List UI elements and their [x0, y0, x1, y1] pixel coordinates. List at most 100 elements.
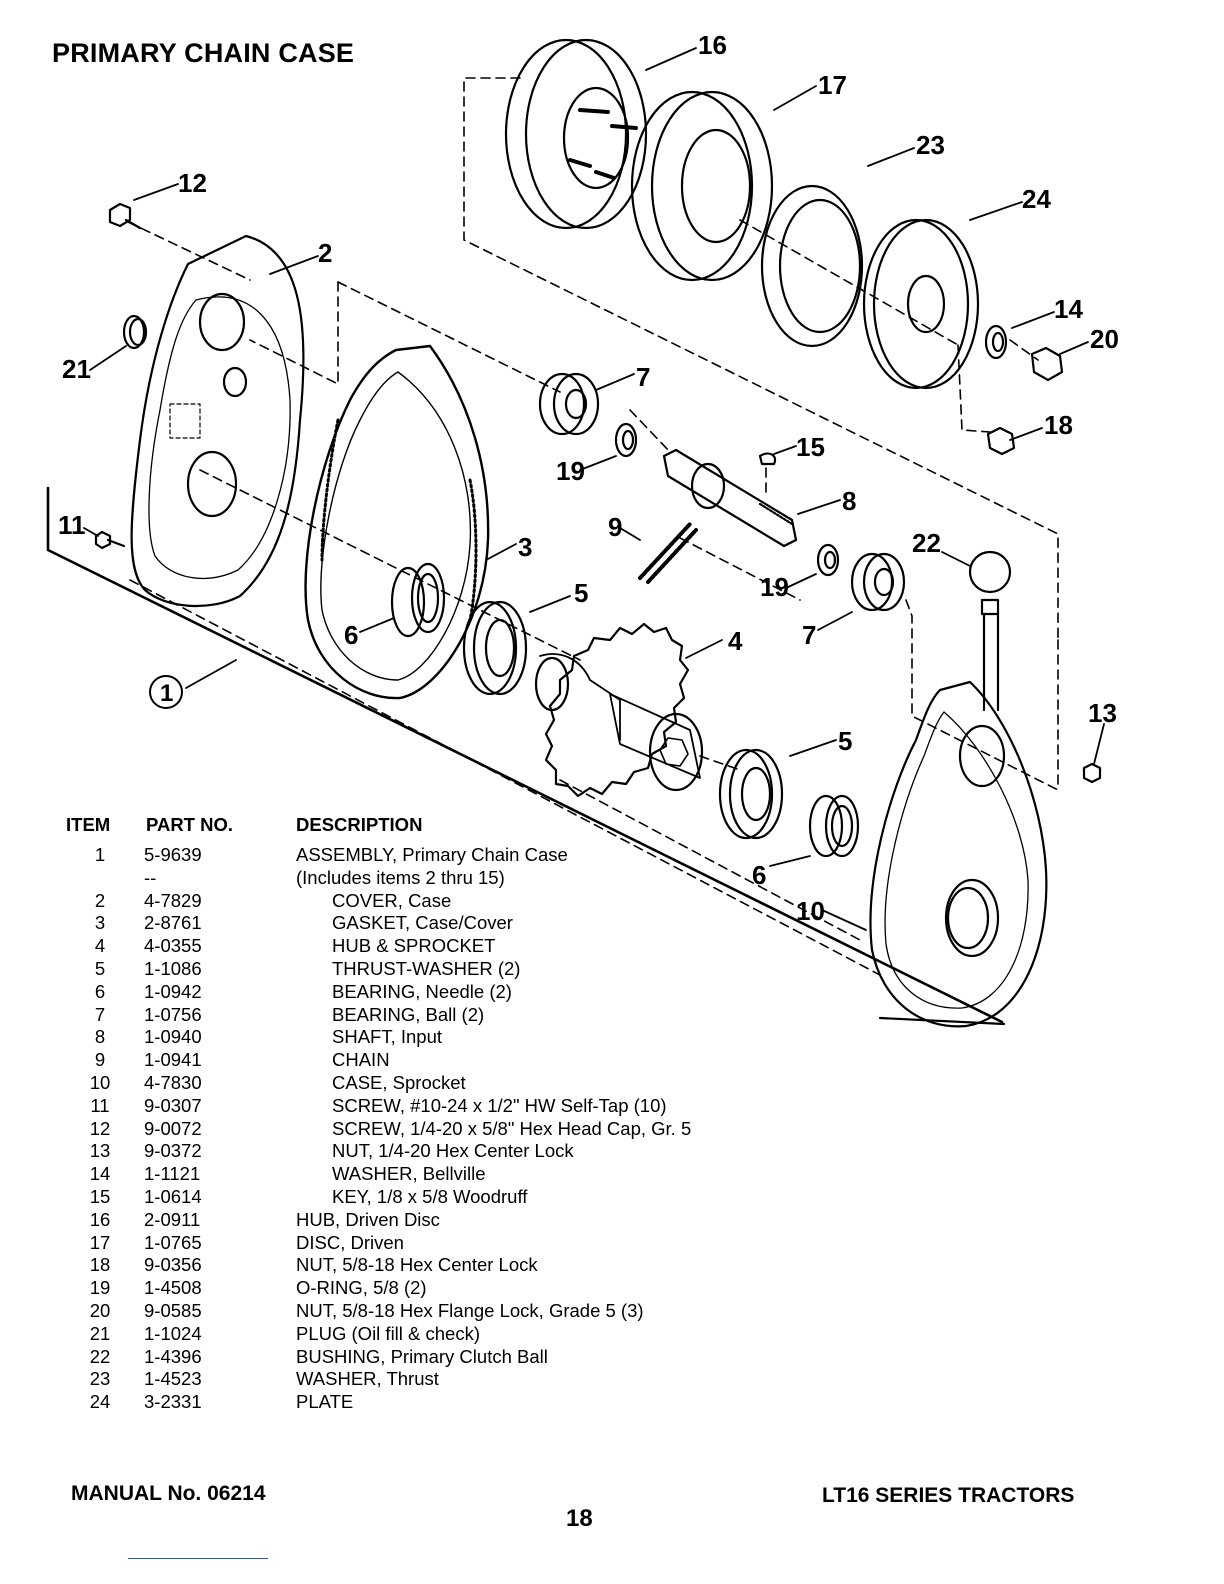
callout-8: 8: [842, 486, 856, 516]
page-title: PRIMARY CHAIN CASE: [52, 38, 355, 68]
part-cell: 2-0911: [144, 1208, 201, 1230]
callout-9: 9: [608, 512, 622, 542]
ball-bearing-7-lower: [850, 552, 906, 612]
bellville-washer-14: [984, 324, 1008, 360]
item-cell: 22: [89, 1345, 111, 1367]
table-row: 8 1-0940 SHAFT, Input: [66, 1026, 691, 1049]
part-cell: 3-2331: [144, 1391, 202, 1413]
table-header-row: ITEM PART NO. DESCRIPTION: [66, 814, 691, 844]
desc-cell: O-RING, 5/8 (2): [296, 1277, 427, 1299]
desc-cell: HUB, Driven Disc: [296, 1208, 440, 1230]
desc-cell: DISC, Driven: [296, 1231, 404, 1253]
input-shaft-8: [662, 448, 798, 548]
ball-bearing-7-upper: [538, 372, 600, 436]
column-header-item: ITEM: [66, 814, 111, 835]
desc-cell: SHAFT, Input: [332, 1026, 443, 1048]
part-cell: 1-4523: [144, 1368, 202, 1390]
desc-cell: BEARING, Ball (2): [332, 1003, 485, 1025]
item-cell: 5: [94, 957, 106, 979]
item-cell: 14: [89, 1163, 111, 1185]
desc-cell: NUT, 5/8-18 Hex Center Lock: [296, 1254, 538, 1276]
item-cell: 16: [89, 1208, 111, 1230]
part-cell: 1-0765: [144, 1231, 202, 1253]
callout-3: 3: [518, 532, 532, 562]
part-cell: 4-7830: [144, 1071, 202, 1093]
page-number: 18: [566, 1505, 593, 1532]
callout-7a: 7: [636, 362, 650, 392]
callout-24: 24: [1022, 184, 1051, 214]
desc-cell: BEARING, Needle (2): [332, 980, 512, 1002]
callout-13: 13: [1088, 698, 1117, 728]
item-cell: [66, 867, 134, 890]
part-cell: 4-0355: [144, 935, 202, 957]
item-cell: 8: [94, 1026, 106, 1048]
callout-1: 1: [160, 680, 173, 707]
callout-23: 23: [916, 130, 945, 160]
column-header-part-no: PART NO.: [146, 814, 234, 835]
desc-cell: CASE, Sprocket: [332, 1071, 466, 1093]
callout-17: 17: [818, 70, 847, 100]
part-cell: 9-0307: [144, 1094, 202, 1116]
driven-disc-17: [630, 90, 774, 282]
o-ring-19-upper: [614, 422, 638, 458]
part-cell: 1-4508: [144, 1277, 202, 1299]
part-cell: 5-9639: [144, 844, 202, 865]
part-cell: 1-0940: [144, 1026, 202, 1048]
item-cell: 9: [94, 1049, 106, 1071]
needle-bearing-6-right: [808, 794, 860, 858]
item-cell: 17: [89, 1231, 111, 1253]
table-row: 10 4-7830 CASE, Sprocket: [66, 1072, 691, 1095]
callout-22: 22: [912, 528, 941, 558]
thrust-washer-5-left: [462, 600, 528, 696]
callout-14: 14: [1054, 294, 1083, 324]
item-cell: 12: [89, 1117, 111, 1139]
hub-sprocket-4: [534, 622, 704, 798]
item-cell: 11: [90, 1094, 110, 1116]
table-row: 17 1-0765 DISC, Driven: [66, 1232, 691, 1255]
case-cover-2: [130, 234, 305, 608]
plate-24: [862, 218, 980, 390]
callout-12: 12: [178, 168, 207, 198]
sprocket-case-10: [869, 680, 1048, 1028]
item-cell: 2: [94, 889, 106, 911]
part-cell: 1-0756: [144, 1003, 202, 1025]
callout-6b: 6: [752, 860, 766, 890]
desc-cell: PLUG (Oil fill & check): [296, 1322, 481, 1344]
leader-lines: [83, 47, 1105, 931]
callout-labels: 1 2 3 4 5 5 6 6 7 7 8 9 10 11 12 13 14 1…: [58, 30, 1119, 926]
item-cell: 6: [94, 980, 106, 1002]
callout-4: 4: [728, 626, 743, 656]
part-cell: --: [144, 866, 157, 888]
desc-cell: NUT, 5/8-18 Hex Flange Lock, Grade 5 (3): [296, 1299, 644, 1321]
hub-driven-disc-16: [504, 38, 648, 230]
table-row: 16 2-0911 HUB, Driven Disc: [66, 1209, 691, 1232]
screw-11: [94, 530, 126, 550]
desc-cell: WASHER, Bellville: [332, 1163, 486, 1185]
desc-cell: SCREW, 1/4-20 x 5/8" Hex Head Cap, Gr. 5: [332, 1117, 692, 1139]
item-cell: 3: [94, 912, 106, 934]
callout-21: 21: [62, 354, 91, 384]
callout-18: 18: [1044, 410, 1073, 440]
page-divider: [128, 1558, 268, 1559]
explode-lines: [127, 77, 1059, 976]
item-cell: 24: [89, 1391, 111, 1413]
callout-6a: 6: [344, 620, 358, 650]
screw-12: [108, 202, 142, 230]
desc-cell: NUT, 1/4-20 Hex Center Lock: [332, 1140, 574, 1162]
item-cell: 13: [89, 1140, 111, 1162]
item-cell: 10: [89, 1071, 111, 1093]
bushing-22: [968, 550, 1012, 712]
